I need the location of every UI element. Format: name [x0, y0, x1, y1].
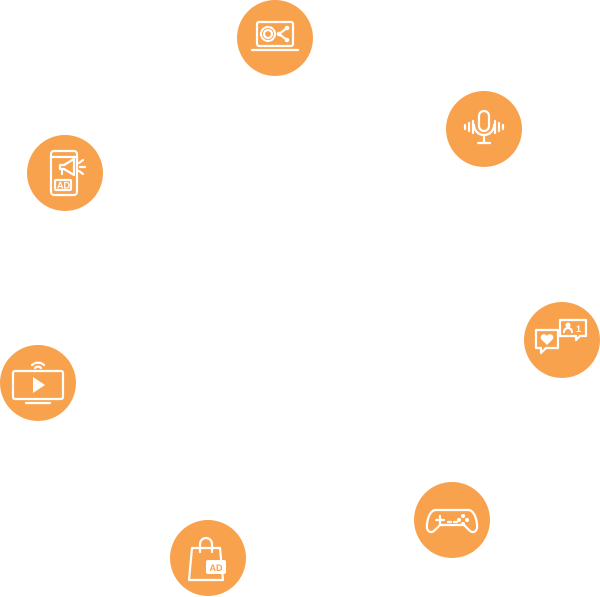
gamepad-icon [414, 482, 490, 558]
mobile-ad-megaphone-icon: AD [27, 135, 103, 211]
laptop-settings-share-icon [237, 0, 313, 76]
shopping-bag-ad-icon: AD [170, 520, 246, 596]
podcast-microphone-icon [446, 91, 522, 167]
svg-text:AD: AD [210, 563, 223, 573]
svg-text:AD: AD [57, 181, 70, 191]
svg-text:1: 1 [576, 324, 581, 334]
smart-tv-play-icon [0, 345, 76, 421]
social-media-chat-icon: 1 [524, 302, 600, 378]
